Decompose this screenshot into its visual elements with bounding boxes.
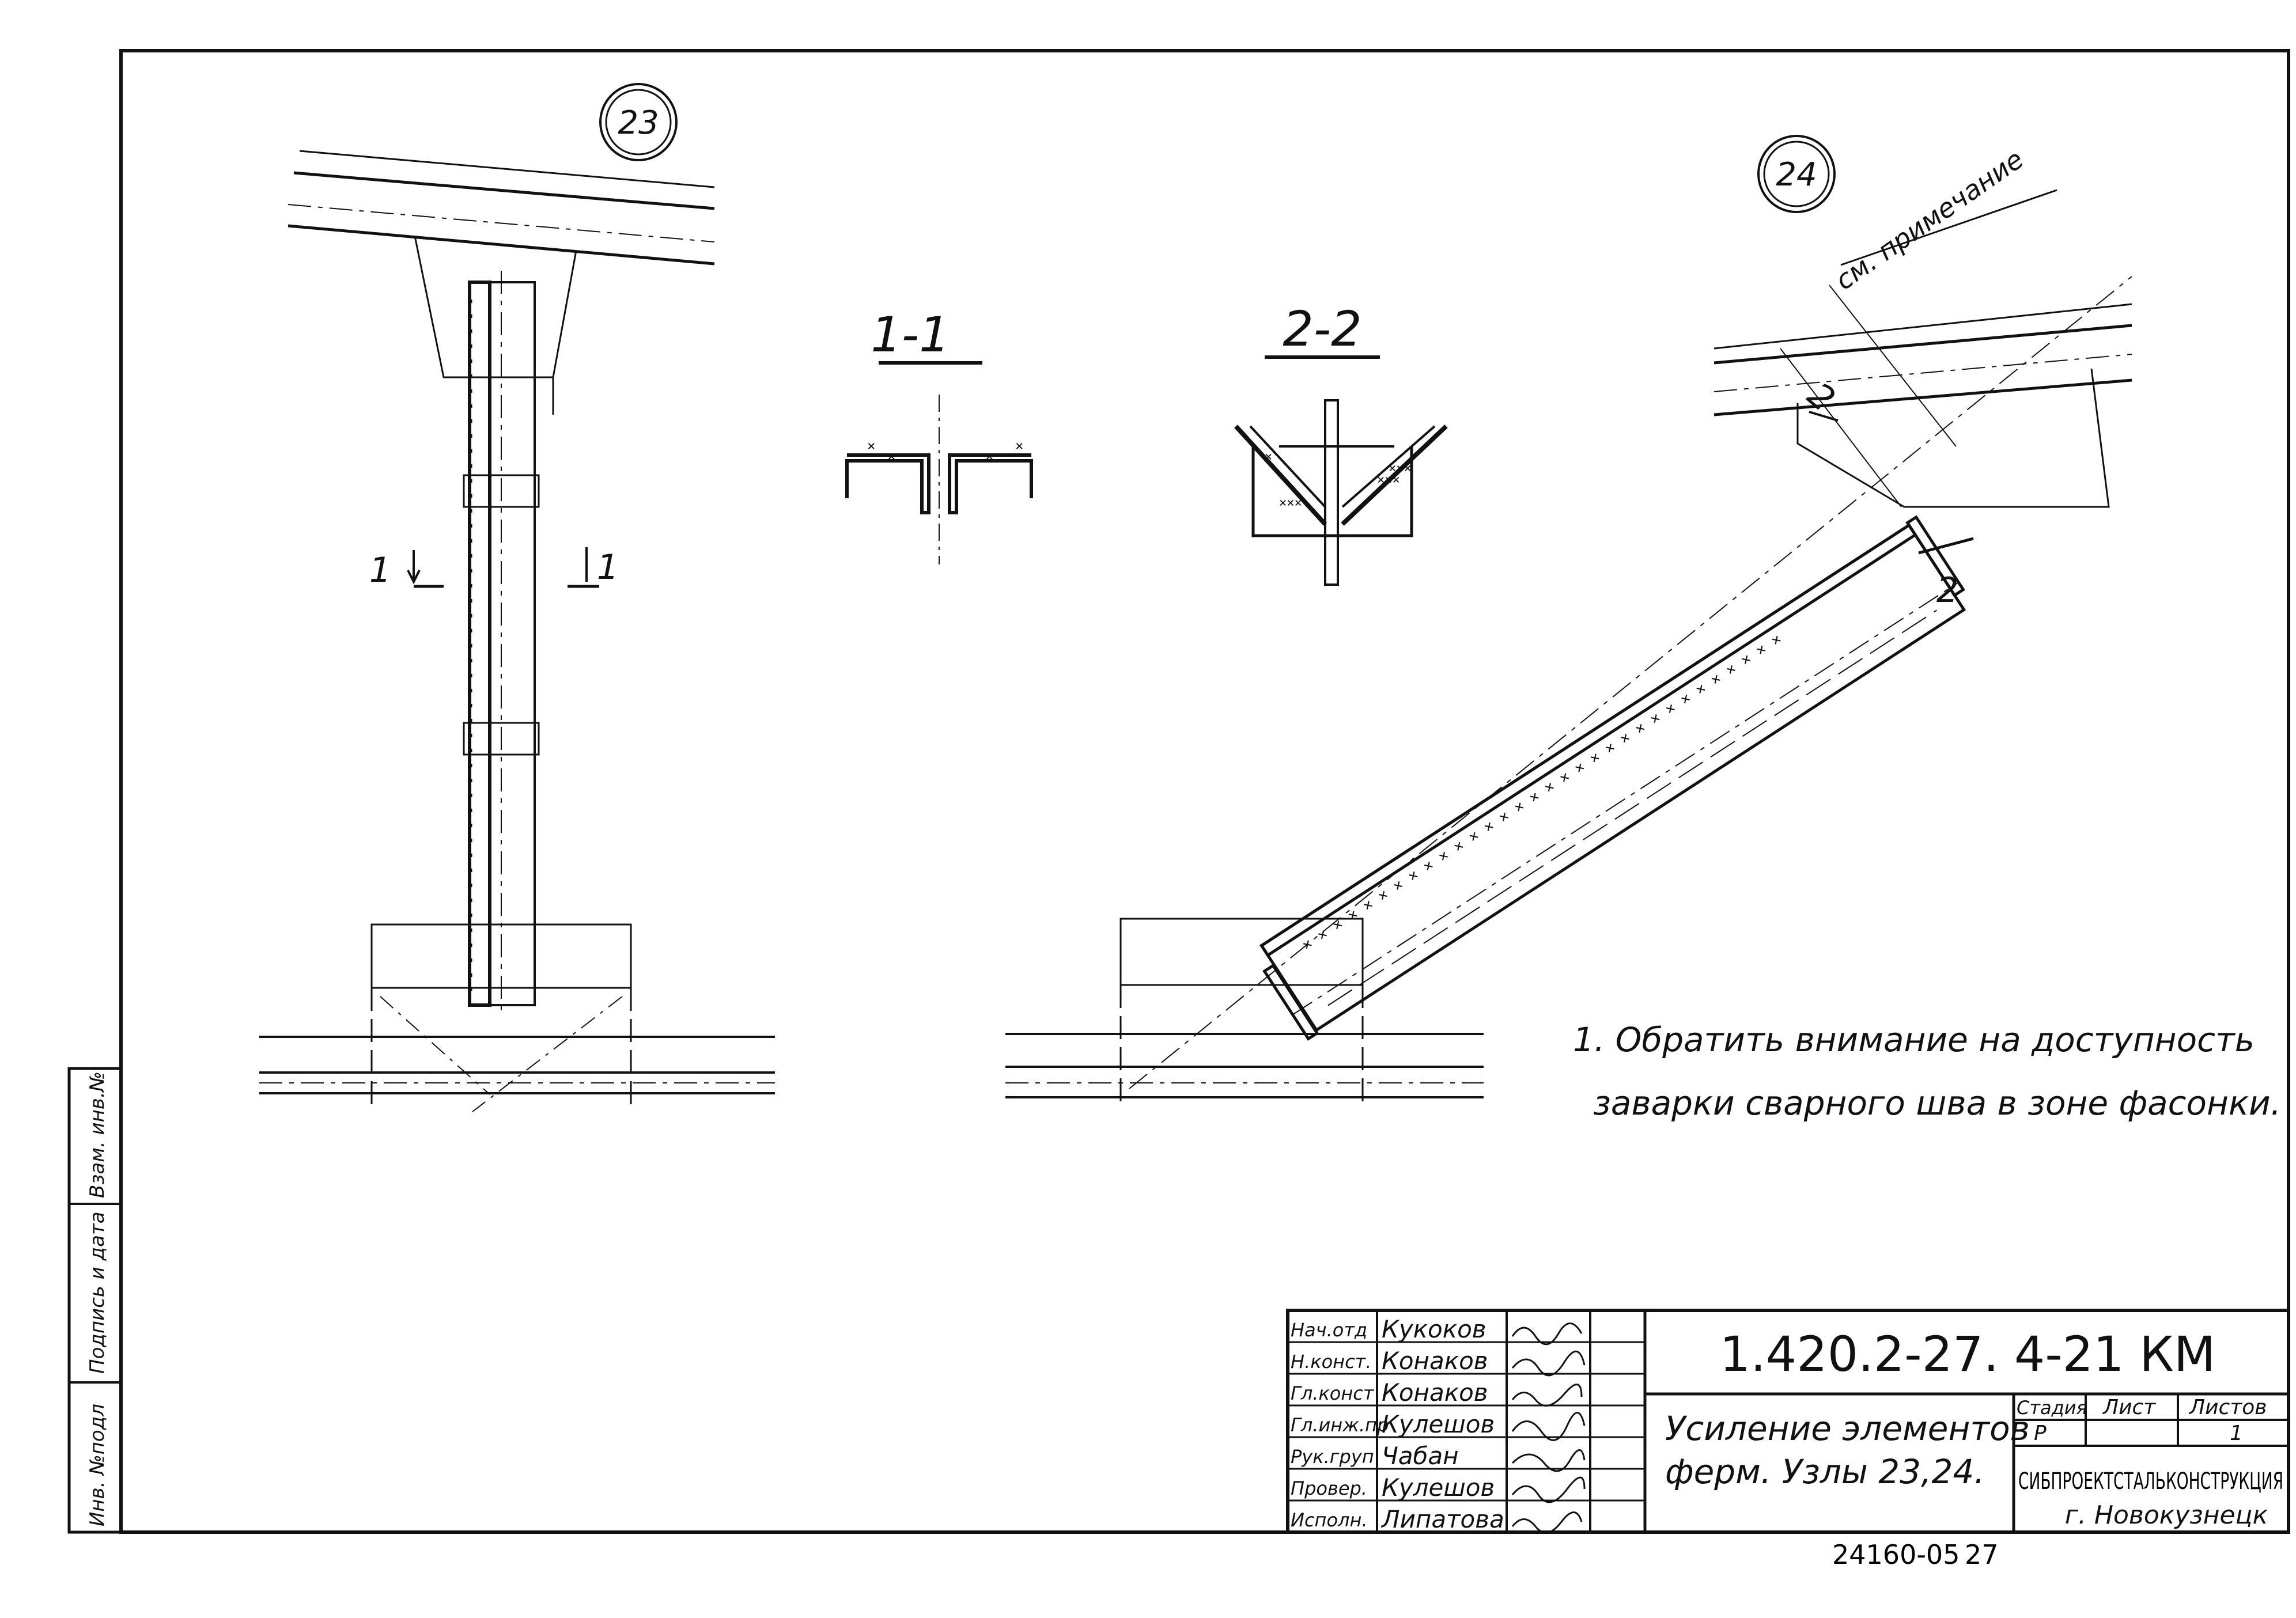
node-23-marker-outer <box>599 83 678 161</box>
node-23-drawing: 23 1 1 <box>259 83 775 1112</box>
name-5: Кулешов <box>1382 1473 1495 1502</box>
svg-text:×××: ××× <box>1389 461 1412 476</box>
cut-2-bottom-label: 2 <box>1936 570 1958 611</box>
node-24-marker-inner <box>1763 141 1830 207</box>
role-4: Рук.груп <box>1291 1446 1374 1468</box>
svg-text:×××: ××× <box>1279 496 1302 510</box>
strip-signature-date: Подпись и дата <box>86 1211 109 1374</box>
callout-see-note: см. примечание <box>1829 143 2029 296</box>
doc-code: 1.420.2-27. 4-21 КМ <box>1720 1326 2216 1382</box>
note-line-1: 1. Обратить внимание на доступность <box>1573 1020 2255 1059</box>
name-6: Липатова <box>1380 1505 1504 1533</box>
stage-label: Стадия <box>2017 1397 2087 1419</box>
name-0: Кукоков <box>1382 1315 1486 1343</box>
svg-text:×: × <box>985 448 993 464</box>
doc-title-line-2: ферм. Узлы 23,24. <box>1665 1452 1985 1491</box>
name-3: Кулешов <box>1382 1410 1495 1438</box>
signatures <box>1511 1323 1586 1534</box>
role-5: Провер. <box>1291 1477 1367 1499</box>
sheets-label: Листов <box>2188 1396 2267 1419</box>
strip-inv-no: Инв. №подл <box>86 1404 109 1526</box>
role-1: Н.конст. <box>1291 1351 1371 1373</box>
section-2-2: 2-2 × ××× ××× ××× <box>1234 301 1448 586</box>
bottom-page-number: 27 <box>1965 1539 1999 1570</box>
node-24-marker-outer <box>1757 135 1836 213</box>
name-1: Конаков <box>1382 1347 1488 1375</box>
node-23-label: 23 <box>618 104 659 142</box>
node-23-marker-inner <box>605 89 672 156</box>
sheets-value: 1 <box>2230 1422 2243 1445</box>
role-6: Исполн. <box>1291 1509 1368 1531</box>
svg-text:× × × × × × × × × × × ×: × × × × × × × × × × × × × × × × × × × × … <box>1299 630 1785 954</box>
note-line-2: заварки сварного шва в зоне фасонки. <box>1593 1083 2281 1123</box>
bottom-code: 24160-05 <box>1832 1539 1960 1570</box>
role-0: Нач.отд <box>1291 1319 1367 1341</box>
name-2: Конаков <box>1382 1378 1488 1407</box>
node-24-drawing: 24 см. примечание × × × × × × × × × × × … <box>1005 135 2132 1109</box>
left-strip: Инв. №подл Подпись и дата Взам. инв.№ <box>67 1067 123 1534</box>
sheet-label: Лист <box>2102 1396 2156 1419</box>
node-24-label: 24 <box>1776 156 1817 194</box>
section-1-1-title: 1-1 <box>871 306 950 363</box>
org-name: СИБПРОЕКТСТАЛЬКОНСТРУКЦИЯ <box>2018 1468 2283 1495</box>
stage-value: Р <box>2034 1422 2047 1445</box>
section-2-2-title: 2-2 <box>1283 301 1361 357</box>
org-city: г. Новокузнецк <box>2065 1500 2268 1530</box>
doc-title-line-1: Усиление элементов <box>1665 1409 2030 1448</box>
cut-1-right-label: 1 <box>597 547 619 588</box>
svg-text:×: × <box>1015 438 1023 454</box>
svg-text:×: × <box>867 438 875 454</box>
role-3: Гл.инж.пр <box>1291 1414 1389 1436</box>
role-2: Гл.конст <box>1291 1382 1375 1404</box>
cut-1-left-label: 1 <box>369 550 391 590</box>
sheet-frame <box>119 49 2290 1534</box>
name-4: Чабан <box>1382 1442 1459 1470</box>
title-block: Нач.отд Н.конст. Гл.конст Гл.инж.пр Рук.… <box>1286 1309 2290 1534</box>
svg-text:×××: ××× <box>1377 473 1400 487</box>
svg-text:×: × <box>887 448 895 464</box>
section-1-1: 1-1 × × × × <box>845 306 1033 564</box>
svg-text:×: × <box>1265 450 1272 464</box>
strip-replace-inv: Взам. инв.№ <box>86 1071 109 1198</box>
